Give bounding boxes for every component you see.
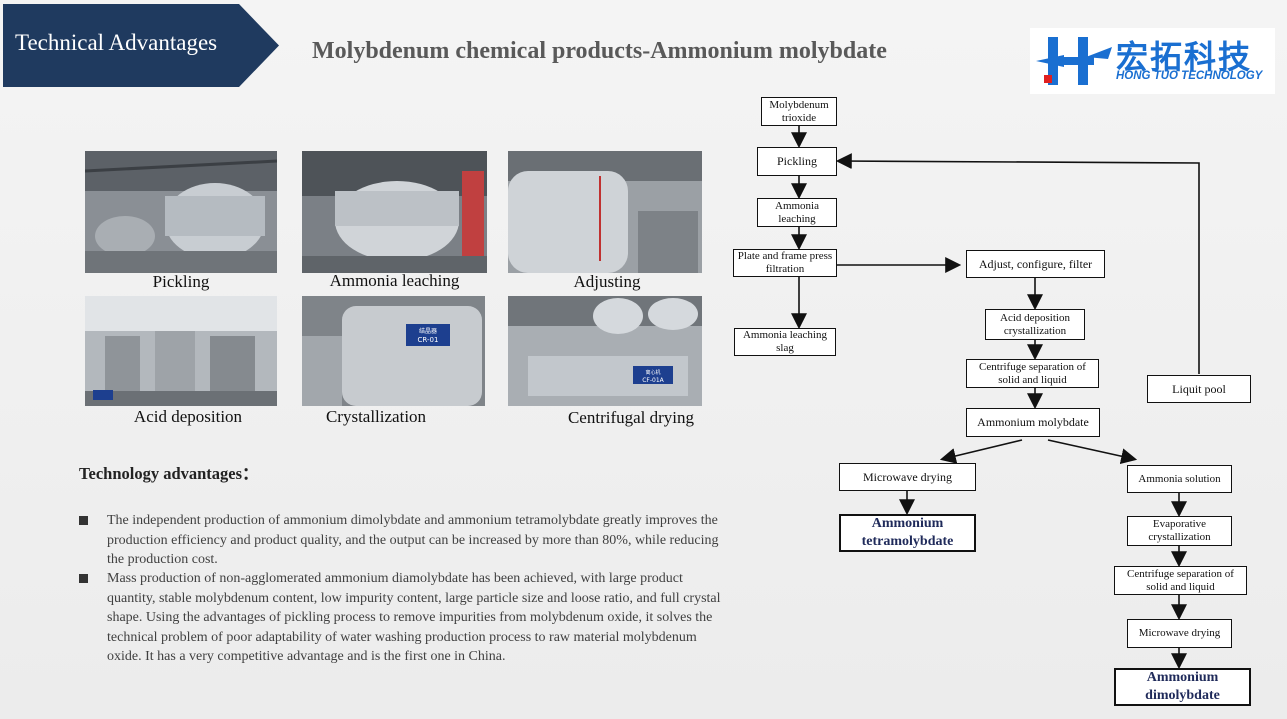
- flow-pickling: Pickling: [757, 147, 837, 176]
- caption-centrifugal-drying: Centrifugal drying: [567, 408, 695, 427]
- flow-microwave-drying-2: Microwave drying: [1127, 619, 1232, 648]
- flow-adjust-configure-filter: Adjust, configure, filter: [966, 250, 1105, 278]
- flow-plate-frame-filtration: Plate and frame press filtration: [733, 249, 837, 277]
- caption-pickling: Pickling: [152, 272, 210, 291]
- svg-text:CR-01: CR-01: [418, 336, 439, 344]
- advantages-heading: Technology advantages：: [79, 464, 259, 483]
- photo-crystallization: 结晶器 CR-01: [302, 296, 485, 406]
- photo-acid-deposition: [85, 296, 277, 406]
- flow-liquid-pool: Liquit pool: [1147, 375, 1251, 403]
- flow-microwave-drying: Microwave drying: [839, 463, 976, 491]
- svg-text:离心机: 离心机: [645, 369, 660, 376]
- company-logo: 宏拓科技 HONG TUO TECHNOLOGY: [1030, 28, 1275, 94]
- photo-adjusting: [508, 151, 702, 273]
- bullet-marker: [79, 516, 88, 525]
- svg-text:CF-01A: CF-01A: [642, 377, 664, 384]
- svg-text:结晶器: 结晶器: [419, 327, 437, 335]
- page-title: Molybdenum chemical products-Ammonium mo…: [312, 38, 887, 64]
- flow-acid-deposition-crystallization: Acid deposition crystallization: [985, 309, 1085, 340]
- caption-acid-deposition: Acid deposition: [133, 407, 243, 426]
- advantage-item-1: The independent production of ammonium d…: [107, 513, 719, 567]
- flow-centrifuge-separation-2: Centrifuge separation of solid and liqui…: [1114, 566, 1247, 595]
- caption-crystallization: Crystallization: [325, 407, 427, 426]
- flow-molybdenum-trioxide: Molybdenum trioxide: [761, 97, 837, 126]
- logo-english-name: HONG TUO TECHNOLOGY: [1116, 70, 1263, 82]
- photo-centrifugal-drying: 离心机 CF-01A: [508, 296, 702, 406]
- flow-ammonium-tetramolybdate: Ammonium tetramolybdate: [839, 514, 976, 552]
- flow-ammonia-leaching-slag: Ammonia leaching slag: [734, 328, 836, 356]
- logo-mark-icon: [1036, 37, 1112, 85]
- advantage-item-2: Mass production of non-agglomerated ammo…: [107, 571, 721, 664]
- flow-ammonia-solution: Ammonia solution: [1127, 465, 1232, 493]
- flow-ammonium-molybdate: Ammonium molybdate: [966, 408, 1100, 437]
- logo-chinese-name: 宏拓科技: [1116, 38, 1253, 76]
- section-banner-label: Technical Advantages: [15, 30, 218, 55]
- caption-adjusting: Adjusting: [573, 272, 641, 291]
- flow-ammonium-dimolybdate: Ammonium dimolybdate: [1114, 668, 1251, 706]
- flow-ammonia-leaching: Ammonia leaching: [757, 198, 837, 227]
- photo-pickling: [85, 151, 277, 273]
- bullet-marker: [79, 574, 88, 583]
- flow-centrifuge-separation-1: Centrifuge separation of solid and liqui…: [966, 359, 1099, 388]
- photo-ammonia-leaching: [302, 151, 487, 273]
- section-banner: [3, 4, 279, 87]
- flow-evaporative-crystallization: Evaporative crystallization: [1127, 516, 1232, 546]
- caption-ammonia-leaching: Ammonia leaching: [329, 271, 460, 290]
